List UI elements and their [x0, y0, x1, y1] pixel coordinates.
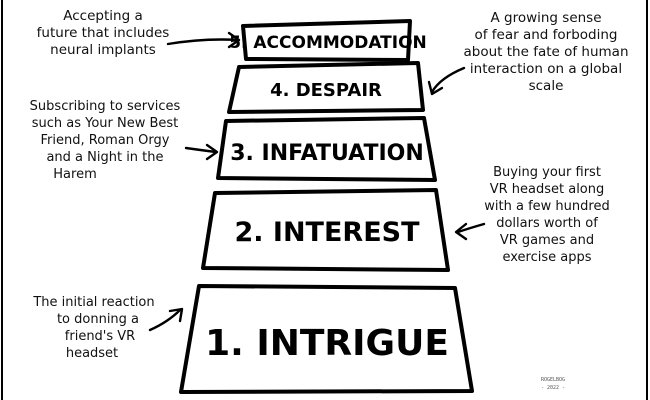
annotation-level-2-line-6: exercise apps [502, 250, 591, 265]
level-3-step: 3. INFATUATION [216, 116, 437, 182]
annotation-level-2-line-3: with a few hundred [484, 199, 609, 214]
annotation-level-5-line-2: future that includes [37, 25, 170, 41]
level-2-step: 2. INTEREST [201, 188, 450, 272]
annotation-level-4-line-3: about the fate of human [464, 44, 629, 60]
level-2-label: 2. INTEREST [234, 217, 420, 248]
annotation-level-1: The initial reaction to donning a friend… [32, 295, 154, 361]
arrow-icon [454, 222, 486, 241]
annotation-level-1-line-2: to donning a [57, 312, 139, 327]
level-5-step: 5. ACCOMMODATION [229, 19, 427, 62]
annotation-level-4-line-1: A growing sense [490, 10, 601, 26]
signature-name: ROGELBOG [541, 377, 565, 383]
level-3-label: 3. INFATUATION [230, 141, 424, 166]
annotation-level-5-line-3: neural implants [50, 42, 156, 58]
arrow-icon [166, 31, 241, 49]
annotation-level-3-line-1: Subscribing to services [30, 99, 181, 114]
level-5-label: 5. ACCOMMODATION [229, 33, 427, 53]
annotation-level-2-line-5: VR games and [500, 233, 594, 248]
annotation-level-5: Accepting a future that includes neural … [37, 8, 170, 58]
annotation-level-4: A growing sense of fear and forboding ab… [464, 10, 629, 94]
annotation-level-1-line-1: The initial reaction [32, 295, 154, 310]
level-4-label: 4. DESPAIR [270, 80, 382, 101]
annotation-level-2-line-2: VR headset along [490, 182, 605, 197]
arrow-icon [184, 143, 219, 161]
annotation-level-1-line-3: friend's VR [65, 329, 135, 344]
level-4-step: 4. DESPAIR [227, 61, 425, 114]
annotation-level-5-line-1: Accepting a [63, 8, 142, 24]
annotation-level-2-line-1: Buying your first [493, 165, 601, 180]
annotation-level-3: Subscribing to services such as Your New… [30, 99, 181, 182]
annotation-level-3-line-4: and a Night in the [46, 150, 163, 165]
signature-year: - 2022 - [541, 385, 565, 391]
arrow-icon [427, 66, 466, 96]
annotation-level-4-line-4: interaction on a global [470, 61, 622, 77]
annotation-level-4-line-5: scale [529, 78, 564, 94]
level-1-label: 1. INTRIGUE [205, 323, 449, 364]
annotation-level-2: Buying your first VR headset along with … [484, 165, 609, 265]
signature: ROGELBOG - 2022 - [541, 377, 565, 391]
annotation-level-3-line-2: such as Your New Best [32, 116, 179, 131]
annotation-level-3-line-5: Harem [53, 167, 96, 182]
level-1-step: 1. INTRIGUE [179, 284, 474, 394]
annotation-level-1-line-4: headset [66, 346, 118, 361]
annotation-level-2-line-4: dollars worth of [496, 216, 598, 231]
arrow-icon [148, 307, 184, 332]
annotation-level-3-line-3: Friend, Roman Orgy [41, 133, 170, 148]
annotation-level-4-line-2: of fear and forboding [474, 27, 617, 43]
